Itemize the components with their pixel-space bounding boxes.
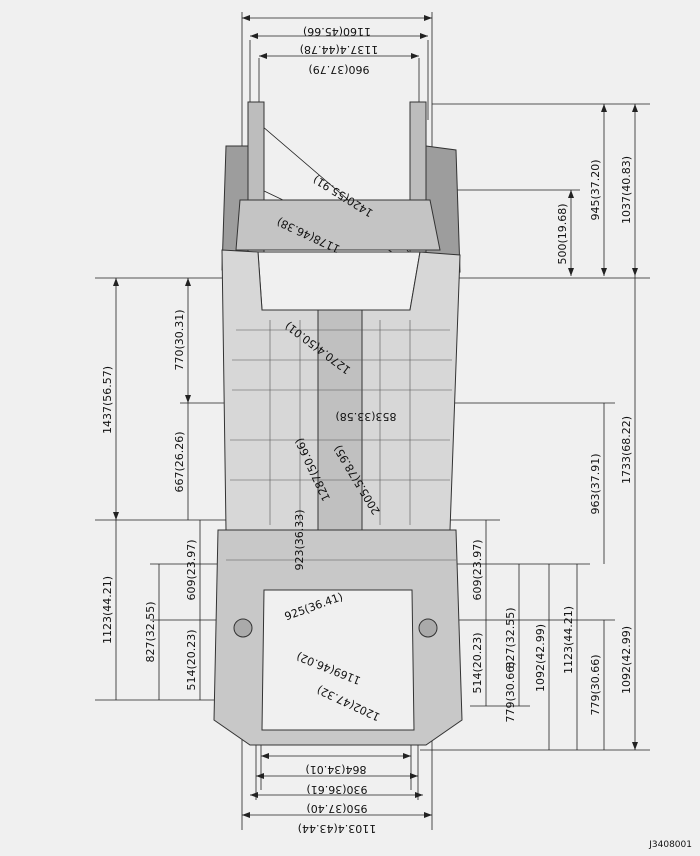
height-609-left: 609(23.97)	[185, 539, 198, 600]
height-514-left: 514(20.23)	[185, 629, 198, 690]
height-1733: 1733(68.22)	[620, 416, 633, 484]
height-1037: 1037(40.83)	[620, 156, 633, 224]
left-height-labels: 770(30.31) 667(26.26) 1437(56.57) 609(23…	[101, 309, 198, 690]
height-667: 667(26.26)	[173, 431, 186, 492]
height-609-right: 609(23.97)	[471, 539, 484, 600]
height-827-left: 827(32.55)	[144, 601, 157, 662]
bottom-width-2: 930(36.61)	[306, 783, 367, 796]
top-width-3: 960(37.79)	[308, 63, 369, 76]
height-1437: 1437(56.57)	[101, 366, 114, 434]
top-width-1: 1160(45.66)	[303, 25, 371, 38]
height-500: 500(19.68)	[556, 203, 569, 264]
right-rear-height-labels: 609(23.97) 827(32.55) 1092(42.99) 1123(4…	[471, 539, 633, 722]
height-779-inner: 779(30.66)	[504, 661, 517, 722]
bottom-width-1: 864(34.01)	[305, 763, 366, 776]
height-779-outer: 779(30.66)	[589, 654, 602, 715]
height-770: 770(30.31)	[173, 309, 186, 370]
arrow-marks	[113, 15, 638, 818]
floor-details	[226, 320, 456, 561]
right-front-height-labels: 500(19.68) 945(37.20) 1037(40.83)	[556, 156, 633, 265]
height-1092-outer: 1092(42.99)	[620, 626, 633, 694]
height-1123-right: 1123(44.21)	[562, 606, 575, 674]
height-963: 963(37.91)	[589, 453, 602, 514]
bottom-width-4: 1103.4(43.44)	[298, 822, 377, 835]
right-middle-height-labels: 1733(68.22) 963(37.91)	[589, 416, 633, 515]
figure-reference-code: J3408001	[649, 840, 692, 850]
bottom-width-labels: 864(34.01) 930(36.61) 950(37.40) 1103.4(…	[298, 763, 377, 835]
height-827-right: 827(32.55)	[504, 607, 517, 668]
height-1123-left: 1123(44.21)	[101, 576, 114, 644]
top-width-labels: 1160(45.66) 1137.4(44.78) 960(37.79)	[300, 25, 379, 76]
diag-923: 923(36.33)	[293, 509, 306, 570]
height-1092-inner: 1092(42.99)	[534, 624, 547, 692]
bottom-width-3: 950(37.40)	[306, 802, 367, 815]
top-width-2: 1137.4(44.78)	[300, 43, 379, 56]
height-945: 945(37.20)	[589, 159, 602, 220]
height-514-right: 514(20.23)	[471, 632, 484, 693]
diag-853: 853(33.58)	[335, 410, 396, 423]
